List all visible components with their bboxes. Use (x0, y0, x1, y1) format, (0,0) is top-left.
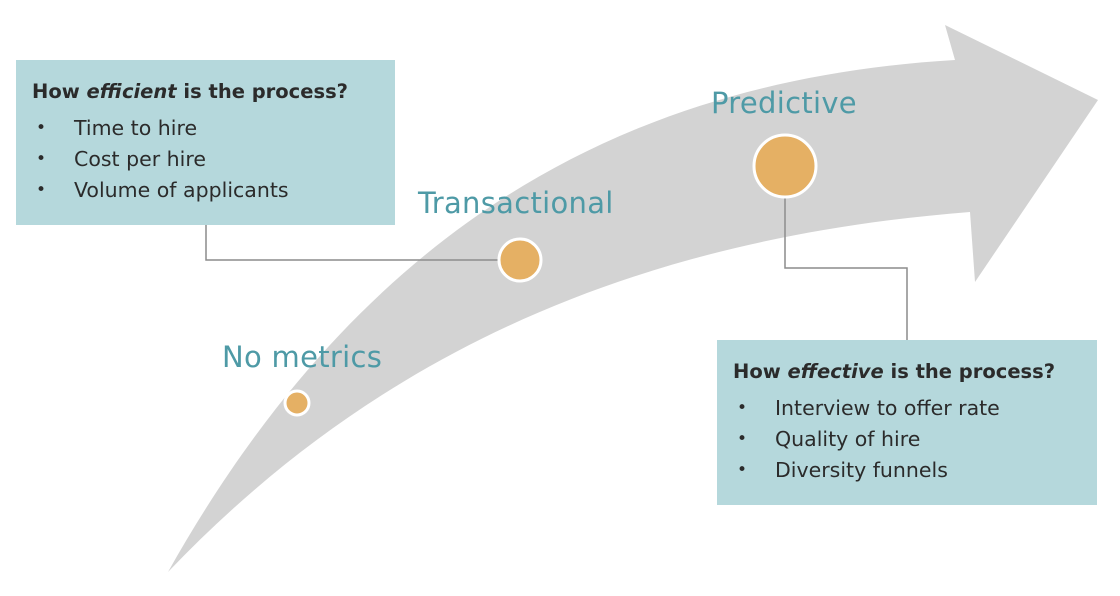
list-item: • Interview to offer rate (733, 393, 1082, 424)
metric-label: Diversity funnels (775, 458, 948, 482)
bullet-icon: • (36, 118, 47, 138)
connector-efficient (205, 225, 502, 261)
stage-label-transactional: Transactional (418, 186, 614, 220)
stage-label-no-metrics: No metrics (222, 340, 383, 374)
bullet-icon: • (737, 429, 748, 449)
stage-dot-transactional (497, 237, 543, 283)
efficiency-box: How efficient is the process? • Time to h… (16, 60, 395, 225)
growth-arrow (168, 25, 1098, 572)
stage-dot-predictive (752, 133, 818, 199)
stage-dot-no-metrics (283, 389, 311, 417)
metric-label: Cost per hire (74, 147, 206, 171)
metric-label: Time to hire (74, 116, 198, 140)
list-item: • Time to hire (32, 113, 379, 144)
effectiveness-metrics-list: • Interview to offer rate • Quality of hir… (733, 393, 1082, 486)
list-item: • Diversity funnels (733, 455, 1082, 486)
efficiency-metrics-list: • Time to hire • Cost per hire • Volume of … (32, 113, 379, 206)
bullet-icon: • (737, 398, 748, 418)
list-item: • Volume of applicants (32, 175, 379, 206)
efficiency-question-emphasis: efficient (86, 80, 177, 103)
effectiveness-question: How effective is the process? (733, 360, 1082, 383)
list-item: • Cost per hire (32, 144, 379, 175)
efficiency-question-prefix: How (32, 80, 87, 103)
connector-effective (784, 196, 908, 340)
bullet-icon: • (737, 460, 748, 480)
list-item: • Quality of hire (733, 424, 1082, 455)
stage-label-predictive: Predictive (711, 86, 857, 120)
bullet-icon: • (36, 149, 47, 169)
metric-label: Quality of hire (775, 427, 921, 451)
efficiency-question: How efficient is the process? (32, 80, 379, 103)
effectiveness-box: How effective is the process? • Interview… (717, 340, 1097, 505)
effectiveness-question-prefix: How (733, 360, 788, 383)
metric-label: Volume of applicants (74, 178, 289, 202)
effectiveness-question-suffix: is the process? (883, 360, 1056, 383)
bullet-icon: • (36, 180, 47, 200)
metric-label: Interview to offer rate (775, 396, 1000, 420)
efficiency-question-suffix: is the process? (176, 80, 348, 103)
effectiveness-question-emphasis: effective (787, 360, 884, 383)
